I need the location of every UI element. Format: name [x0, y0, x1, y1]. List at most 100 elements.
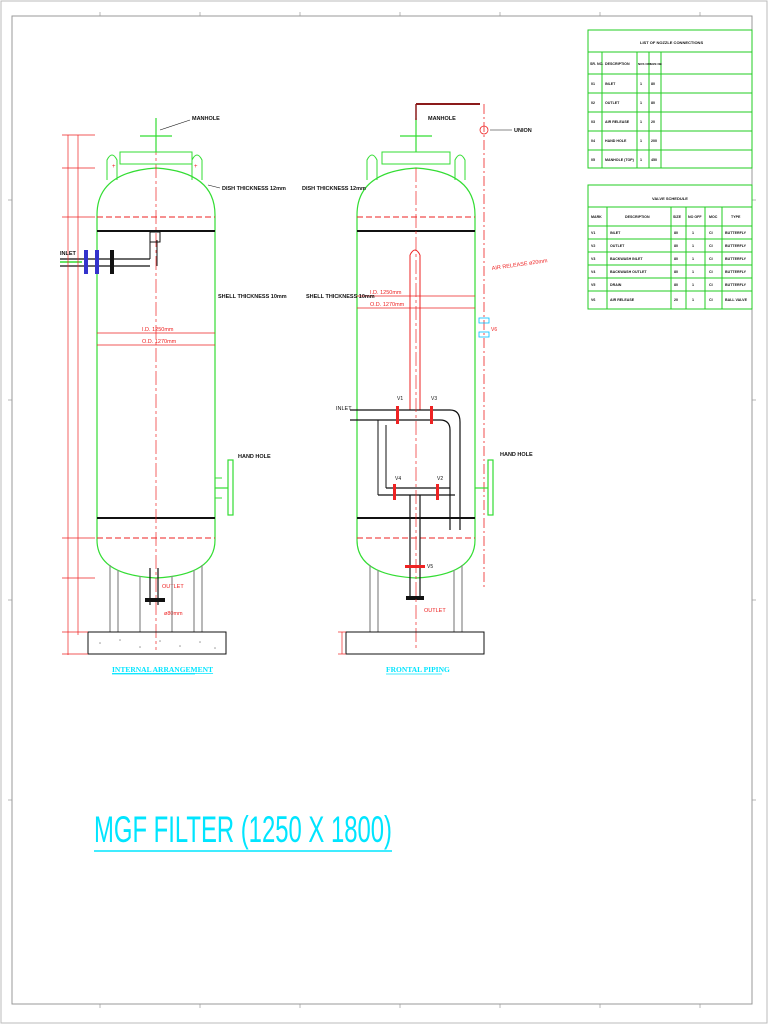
valve-cell: V5	[591, 283, 595, 287]
valve-cell: V2	[591, 244, 595, 248]
nozzle-connections-table: LIST OF NOZZLE CONNECTIONS SR. NO. DESCR…	[587, 29, 753, 169]
valve-cell: BACKWASH INLET	[610, 257, 643, 261]
valve-mark-v5: V5	[427, 564, 433, 570]
valve-cell: AIR RELEASE	[610, 298, 635, 302]
valve-cell: BUTTERFLY	[725, 231, 747, 235]
right-vessel-shell	[356, 167, 476, 579]
nozzle-header-nos: NOS OFF	[638, 62, 652, 66]
valve-cell: 20	[674, 298, 678, 302]
right-outlet-label: OUTLET	[424, 608, 446, 614]
frontal-piping-caption: FRONTAL PIPING	[386, 665, 450, 674]
valve-cell: CI	[709, 283, 713, 287]
nozzle-cell: INLET	[605, 82, 616, 86]
nozzle-cell: 20	[651, 120, 655, 124]
valve-cell: 1	[692, 298, 694, 302]
right-foundation	[345, 631, 485, 655]
right-dish-thickness-label: DISH THICKNESS 12mm	[302, 186, 366, 192]
internal-arrangement-view: + + I.D. 1250mm O.D. 1270mm OUTLET ø80mm	[60, 116, 287, 675]
valve-header-mark: MARK	[591, 215, 602, 219]
left-od-dimension: O.D. 1270mm	[142, 339, 177, 345]
valve-mark-v2: V2	[437, 476, 443, 482]
union-fitting	[479, 125, 489, 135]
valve-cell: BUTTERFLY	[725, 270, 747, 274]
inner-frame	[11, 15, 753, 1005]
nozzle-cell: 1	[640, 101, 642, 105]
nozzle-cell: HAND HOLE	[605, 139, 627, 143]
valve-cell: 80	[674, 231, 678, 235]
right-inlet-label: INLET	[336, 406, 352, 412]
union-label: UNION	[514, 128, 532, 134]
valve-header-nooff: NO OFF	[688, 215, 702, 219]
valve-cell: DRAIN	[610, 283, 622, 287]
valve-cell: 1	[692, 244, 694, 248]
valve-mark-v1: V1	[397, 396, 403, 402]
left-outlet-label: OUTLET	[162, 584, 184, 590]
nozzle-cell: AIR RELEASE	[605, 120, 630, 124]
left-id-dimension: I.D. 1250mm	[142, 327, 174, 333]
nozzle-cell: MANHOLE (TOP)	[605, 158, 635, 162]
left-manhole-label: MANHOLE	[192, 116, 220, 122]
nozzle-cell: OUTLET	[605, 101, 620, 105]
valve-cell: CI	[709, 298, 713, 302]
left-shell-thickness-label: SHELL THICKNESS 10mm	[218, 294, 287, 300]
left-legs	[109, 565, 203, 632]
nozzle-table-title: LIST OF NOZZLE CONNECTIONS	[640, 40, 703, 45]
valve-cell: CI	[709, 257, 713, 261]
valve-cell: V4	[591, 270, 595, 274]
valve-mark-v4: V4	[395, 476, 401, 482]
nozzle-cell: 200	[651, 139, 657, 143]
nozzle-header-size: SIZE NB	[650, 62, 663, 66]
valve-table-title: VALVE SCHEDULE	[652, 196, 688, 201]
valve-cell: 1	[692, 257, 694, 261]
valve-cell: OUTLET	[610, 244, 625, 248]
valve-cell: BUTTERFLY	[725, 257, 747, 261]
valve-cell: 1	[692, 231, 694, 235]
right-id-dimension: I.D. 1250mm	[370, 290, 402, 296]
valve-cell: CI	[709, 270, 713, 274]
nozzle-header-description: DESCRIPTION	[605, 62, 630, 66]
right-hand-hole	[487, 459, 494, 516]
valve-header-description: DESCRIPTION	[625, 215, 650, 219]
left-lifting-lug-left	[106, 154, 118, 180]
valve-cell: V1	[591, 231, 595, 235]
left-hand-hole-label: HAND HOLE	[238, 454, 271, 460]
air-release-label: AIR RELEASE ø20mm	[491, 258, 548, 272]
nozzle-cell: 450	[651, 158, 657, 162]
nozzle-cell: 03	[591, 120, 595, 124]
frame-ticks	[8, 12, 756, 1008]
valve-cell: BALL VALVE	[725, 298, 748, 302]
right-manhole-label: MANHOLE	[428, 116, 456, 122]
valve-header-size: SIZE	[673, 215, 682, 219]
nozzle-cell: 80	[651, 101, 655, 105]
nozzle-cell: 01	[591, 82, 595, 86]
nozzle-cell: 1	[640, 158, 642, 162]
left-lifting-lug-right	[191, 154, 203, 180]
svg-text:+: +	[194, 164, 198, 170]
valve-cell: 80	[674, 244, 678, 248]
nozzle-cell: 1	[640, 120, 642, 124]
valve-cell: V3	[591, 257, 595, 261]
left-dish-thickness-label: DISH THICKNESS 12mm	[222, 186, 286, 192]
svg-text:+: +	[112, 164, 116, 170]
nozzle-header-srno: SR. NO.	[590, 62, 603, 66]
nozzle-cell: 1	[640, 139, 642, 143]
valve-mark-v6: V6	[491, 327, 497, 333]
left-vessel-shell	[96, 167, 216, 579]
left-inlet-flange	[84, 250, 88, 274]
left-pipe-dia: ø80mm	[164, 611, 183, 617]
left-hand-hole	[227, 459, 234, 516]
nozzle-cell: 04	[591, 139, 595, 143]
nozzle-cell: 05	[591, 158, 595, 162]
valve-cell: V6	[591, 298, 595, 302]
valve-cell: 80	[674, 270, 678, 274]
valve-mark-v3: V3	[431, 396, 437, 402]
internal-arrangement-caption: INTERNAL ARRANGEMENT	[112, 665, 213, 674]
nozzle-cell: 80	[651, 82, 655, 86]
left-foundation	[87, 631, 227, 655]
valve-header-moc: MOC	[709, 215, 718, 219]
nozzle-cell: 1	[640, 82, 642, 86]
valve-cell: 1	[692, 270, 694, 274]
right-hand-hole-label: HAND HOLE	[500, 452, 533, 458]
